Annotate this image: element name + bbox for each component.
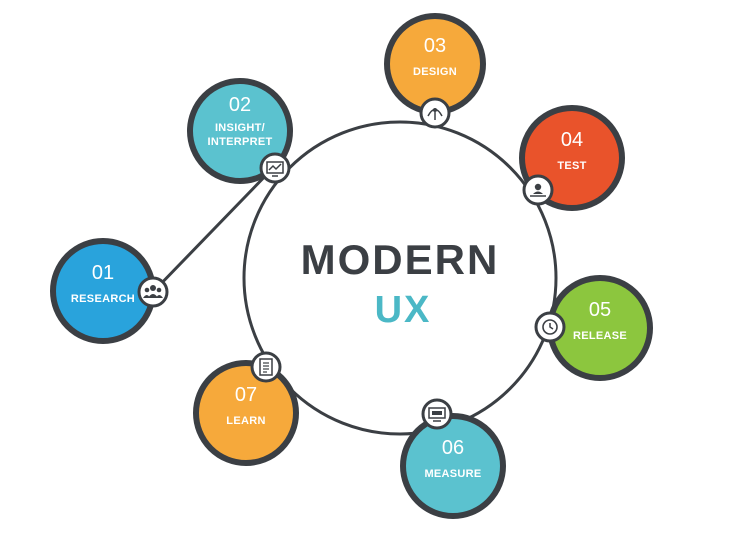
- monitor-icon: [421, 398, 453, 430]
- design-number: 03: [424, 35, 446, 57]
- release-label-line-1: RELEASE: [573, 330, 627, 342]
- insight-circle: [187, 78, 293, 184]
- learn-number: 07: [235, 384, 257, 406]
- research-connector-line: [151, 166, 275, 294]
- test-number: 04: [561, 129, 583, 151]
- research-number: 01: [92, 262, 114, 284]
- test-label-line-1: TEST: [557, 160, 586, 172]
- document-icon: [250, 351, 282, 383]
- center-title-modern: MODERN: [301, 236, 500, 283]
- learn-label-line-1: LEARN: [226, 415, 265, 427]
- research-label-line-1: RESEARCH: [71, 293, 135, 305]
- center-title-ux: UX: [375, 289, 432, 331]
- insight-number: 02: [229, 94, 251, 116]
- people-icon: [137, 276, 169, 308]
- release-number: 05: [589, 299, 611, 321]
- clock-icon: [534, 311, 566, 343]
- pen-tool-icon: [419, 97, 451, 129]
- learn-circle: [193, 360, 299, 466]
- measure-label-line-1: MEASURE: [424, 468, 481, 480]
- design-label-line-1: DESIGN: [413, 66, 457, 78]
- main-cycle-ring: [242, 120, 558, 436]
- chart-icon: [259, 152, 291, 184]
- insight-label-line-1: INSIGHT/: [215, 122, 265, 134]
- user-test-icon: [522, 174, 554, 206]
- measure-circle: [400, 413, 506, 519]
- step-nodes: 01RESEARCH02INSIGHT/INTERPRET03DESIGN04T…: [50, 13, 653, 519]
- measure-number: 06: [442, 437, 464, 459]
- insight-label-line-2: INTERPRET: [207, 136, 272, 148]
